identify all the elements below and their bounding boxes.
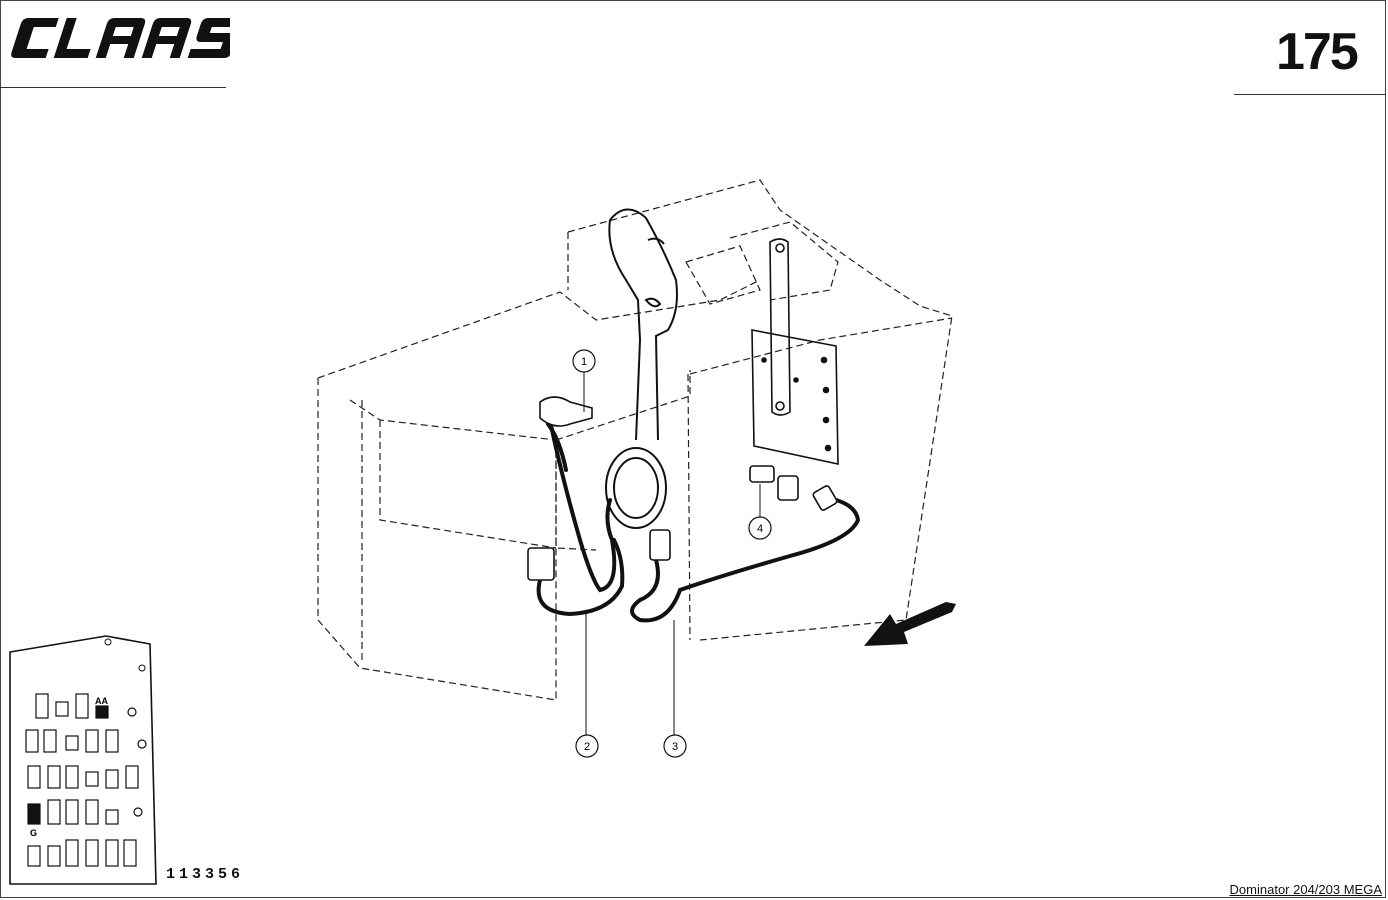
callout-4-label: 4 bbox=[757, 523, 763, 535]
logo-rule bbox=[0, 87, 226, 88]
wiring-harness bbox=[536, 418, 861, 623]
housing-outline bbox=[317, 179, 953, 701]
model-name: Dominator 204/203 MEGA bbox=[1229, 882, 1382, 897]
inset-label-g: G bbox=[30, 828, 37, 838]
callout-2-label: 2 bbox=[584, 741, 590, 753]
drawing-number: 113356 bbox=[166, 866, 245, 883]
callout-1-label: 1 bbox=[581, 356, 587, 368]
claas-logo bbox=[11, 18, 230, 58]
callout-4: 4 bbox=[748, 516, 772, 540]
connectors bbox=[527, 396, 838, 581]
callout-2: 2 bbox=[575, 734, 599, 758]
callout-3-label: 3 bbox=[672, 741, 678, 753]
callout-1: 1 bbox=[572, 349, 596, 373]
leader-lines bbox=[583, 372, 761, 736]
inset-label-aa: AA bbox=[95, 696, 108, 706]
fuse-panel-inset: AA G bbox=[9, 635, 157, 885]
shift-plate bbox=[751, 238, 839, 465]
callout-3: 3 bbox=[663, 734, 687, 758]
direction-arrow-icon bbox=[864, 602, 956, 646]
page-number-rule bbox=[1234, 94, 1386, 95]
page-number: 175 bbox=[1276, 23, 1359, 81]
joystick-lever bbox=[605, 208, 678, 529]
